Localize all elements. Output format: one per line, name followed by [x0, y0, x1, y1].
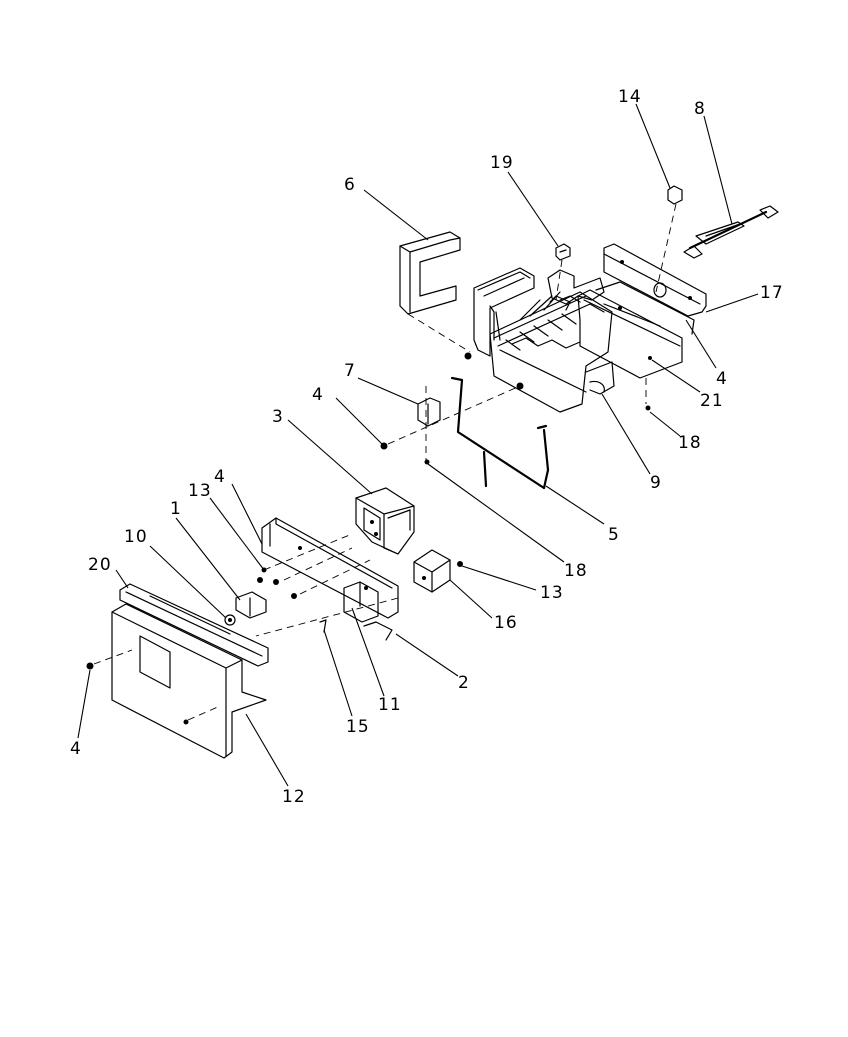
callout-4: 4: [716, 369, 728, 389]
part-1-bracket: [235, 591, 267, 619]
callout-4: 4: [70, 739, 82, 759]
part-12-housing: [111, 603, 267, 759]
part-7-bracket: [417, 397, 441, 427]
callout-7: 7: [344, 361, 356, 381]
callout-15: 15: [346, 717, 370, 737]
callout-13: 13: [540, 583, 564, 603]
callout-17: 17: [760, 283, 784, 303]
callout-18: 18: [564, 561, 588, 581]
callout-4: 4: [312, 385, 324, 405]
callout-1: 1: [170, 499, 182, 519]
leader-lines: [77, 103, 759, 787]
callout-8: 8: [694, 99, 706, 119]
callout-12: 12: [282, 787, 306, 807]
callout-9: 9: [650, 473, 662, 493]
part-3-motor: [355, 487, 415, 555]
part-19-clip: [555, 243, 571, 261]
callout-10: 10: [124, 527, 148, 547]
part-15-spring: [319, 619, 327, 633]
callout-20: 20: [88, 555, 112, 575]
callout-16: 16: [494, 613, 518, 633]
part-10-fastener: [224, 614, 236, 626]
part-16-relay: [413, 549, 451, 593]
callout-3: 3: [272, 407, 284, 427]
callout-19: 19: [490, 153, 514, 173]
callout-18: 18: [678, 433, 702, 453]
part-17-mounting-plate: [603, 243, 707, 317]
part-2-control-bracket: [261, 517, 399, 619]
callout-21: 21: [700, 391, 724, 411]
part-6-cover: [399, 231, 461, 315]
callout-4: 4: [214, 467, 226, 487]
callout-14: 14: [618, 87, 642, 107]
callout-5: 5: [608, 525, 620, 545]
callout-11: 11: [378, 695, 402, 715]
part-14-clip: [667, 185, 683, 205]
part-9-ice-maker: [473, 267, 615, 413]
part-20-cover: [119, 583, 269, 667]
callout-2: 2: [458, 673, 470, 693]
part-8-heater: [683, 205, 779, 259]
part-11-switch: [343, 581, 379, 623]
part-5-wire-arm: [450, 376, 550, 490]
part-21-shroud: [577, 281, 695, 379]
part-2-clip: [363, 621, 393, 641]
callout-13: 13: [188, 481, 212, 501]
callout-6: 6: [344, 175, 356, 195]
